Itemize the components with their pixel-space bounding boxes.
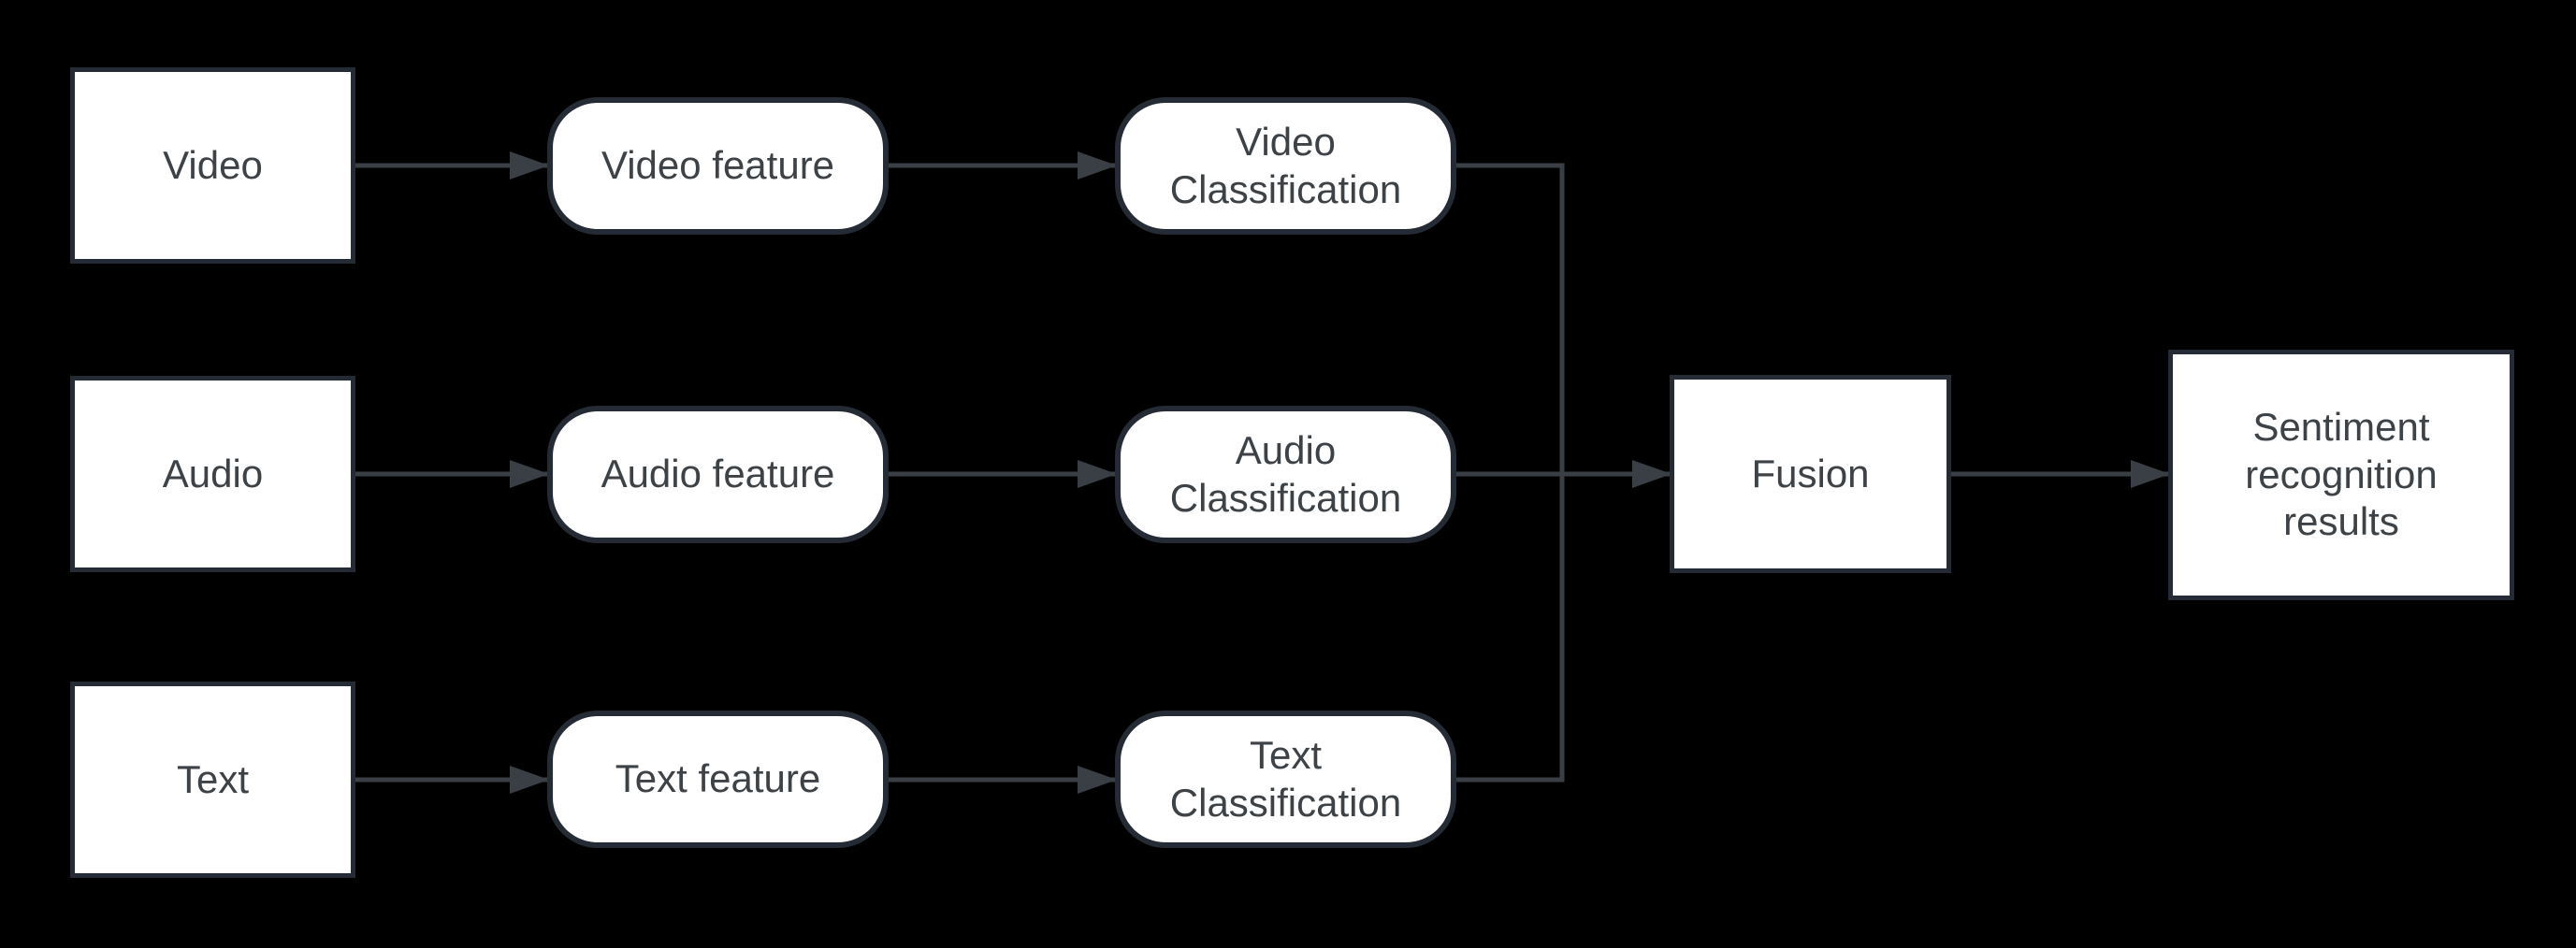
node-text-classification: Text Classification — [1115, 711, 1456, 848]
node-label: Video — [163, 142, 263, 187]
node-audio-classification: Audio Classification — [1115, 406, 1456, 543]
node-label: Audio Classification — [1169, 428, 1402, 520]
node-label: Fusion — [1751, 451, 1870, 496]
node-text-feature: Text feature — [547, 711, 889, 848]
node-video-classification: Video Classification — [1115, 97, 1456, 235]
node-label: Text — [176, 756, 250, 801]
node-label: Video Classification — [1169, 120, 1402, 211]
node-fusion: Fusion — [1670, 375, 1951, 573]
node-label: Text feature — [615, 756, 821, 801]
node-label: Text Classification — [1169, 733, 1402, 825]
node-label: Video feature — [601, 143, 835, 188]
edge-text-classification-to-fusion — [1456, 474, 1565, 783]
node-label: Sentiment recognition results — [2245, 405, 2438, 544]
node-audio-feature: Audio feature — [547, 406, 889, 543]
node-label: Audio — [162, 451, 264, 496]
node-video-input: Video — [70, 67, 355, 264]
node-sentiment-recognition-results: Sentiment recognition results — [2168, 350, 2514, 600]
node-text-input: Text — [70, 682, 355, 878]
edge-video-classification-to-fusion — [1456, 163, 1565, 474]
node-video-feature: Video feature — [547, 97, 889, 235]
node-audio-input: Audio — [70, 376, 355, 572]
node-label: Audio feature — [601, 452, 835, 496]
